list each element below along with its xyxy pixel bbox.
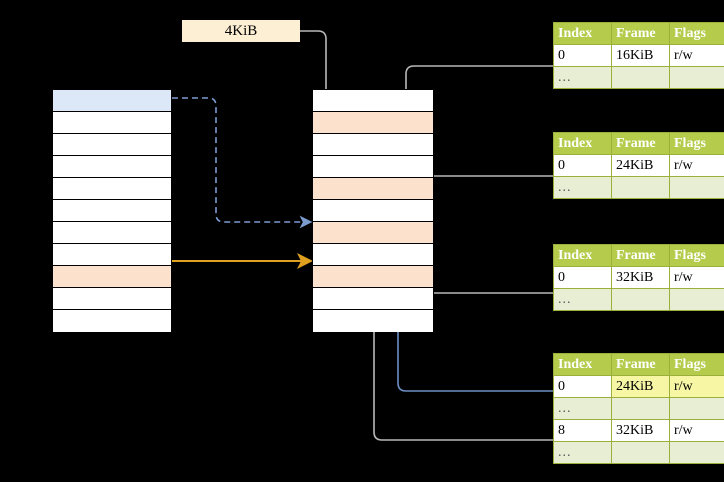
- cell-flags: r/w: [669, 154, 724, 177]
- page-table-4: Index Frame Flags 0 24KiB r/w ... 8 32Ki…: [553, 353, 724, 464]
- column-header-flags: Flags: [669, 244, 724, 267]
- page-table-3: Index Frame Flags 0 32KiB r/w ...: [553, 244, 724, 311]
- table-header-row: Index Frame Flags: [553, 353, 724, 376]
- cell-index: 0: [553, 154, 612, 177]
- cell-index: 0: [553, 266, 612, 289]
- page-table-2: Index Frame Flags 0 24KiB r/w ...: [553, 132, 724, 199]
- wire-virtual-to-physical-dashed: [172, 97, 313, 229]
- cell-flags: r/w: [669, 266, 724, 289]
- cell-index: ...: [553, 441, 612, 464]
- cell-index: ...: [553, 397, 612, 420]
- table-row[interactable]: 0 24KiB r/w: [553, 154, 724, 177]
- cell-frame: [611, 441, 670, 464]
- memory-cell[interactable]: [53, 244, 171, 266]
- wire-table4row8-to-frame: [367, 261, 556, 441]
- cell-frame: 24KiB: [611, 375, 670, 398]
- wire-label-to-frame: [300, 30, 333, 117]
- cell-frame: [611, 288, 670, 311]
- cell-frame: [611, 176, 670, 199]
- table-header-row: Index Frame Flags: [553, 244, 724, 267]
- column-header-flags: Flags: [669, 22, 724, 45]
- cell-frame: 16KiB: [611, 44, 670, 67]
- cell-index: ...: [553, 288, 612, 311]
- frame-cell[interactable]: [313, 244, 433, 266]
- cell-index: 8: [553, 419, 612, 442]
- column-header-frame: Frame: [611, 22, 670, 45]
- table-row[interactable]: 0 32KiB r/w: [553, 266, 724, 289]
- wire-table4row0-to-frame: [391, 215, 556, 392]
- memory-cell[interactable]: [53, 222, 171, 244]
- memory-cell[interactable]: [53, 90, 171, 112]
- cell-frame: 32KiB: [611, 419, 670, 442]
- table-row[interactable]: ...: [553, 66, 724, 89]
- column-header-index: Index: [553, 22, 612, 45]
- column-header-flags: Flags: [669, 353, 724, 376]
- cell-flags: [669, 176, 724, 199]
- table-row[interactable]: ...: [553, 397, 724, 420]
- memory-cell[interactable]: [53, 266, 171, 288]
- cell-flags: [669, 441, 724, 464]
- frame-cell[interactable]: [313, 90, 433, 112]
- memory-cell[interactable]: [53, 310, 171, 332]
- cell-flags: [669, 288, 724, 311]
- frame-cell[interactable]: [313, 310, 433, 332]
- frame-cell[interactable]: [313, 134, 433, 156]
- cell-index: 0: [553, 375, 612, 398]
- memory-cell[interactable]: [53, 200, 171, 222]
- frame-cell[interactable]: [313, 200, 433, 222]
- cell-flags: r/w: [669, 375, 724, 398]
- table-header-row: Index Frame Flags: [553, 22, 724, 45]
- table-row[interactable]: 0 16KiB r/w: [553, 44, 724, 67]
- frame-cell[interactable]: [313, 266, 433, 288]
- column-header-index: Index: [553, 244, 612, 267]
- frame-cell[interactable]: [313, 178, 433, 200]
- cell-frame: [611, 397, 670, 420]
- table-row[interactable]: 0 24KiB r/w: [553, 375, 724, 398]
- column-header-frame: Frame: [611, 244, 670, 267]
- table-row[interactable]: ...: [553, 176, 724, 199]
- cell-frame: 24KiB: [611, 154, 670, 177]
- table-header-row: Index Frame Flags: [553, 132, 724, 155]
- cell-index: 0: [553, 44, 612, 67]
- frame-size-label: 4KiB: [182, 20, 300, 42]
- virtual-address-space-column: [52, 89, 172, 332]
- table-row[interactable]: ...: [553, 288, 724, 311]
- column-header-index: Index: [553, 353, 612, 376]
- page-table-1: Index Frame Flags 0 16KiB r/w ...: [553, 22, 724, 89]
- frame-cell[interactable]: [313, 288, 433, 310]
- column-header-flags: Flags: [669, 132, 724, 155]
- cell-flags: r/w: [669, 44, 724, 67]
- frame-cell[interactable]: [313, 222, 433, 244]
- physical-memory-column: [312, 89, 434, 332]
- memory-cell[interactable]: [53, 288, 171, 310]
- cell-flags: [669, 397, 724, 420]
- cell-frame: [611, 66, 670, 89]
- table-row[interactable]: ...: [553, 441, 724, 464]
- memory-cell[interactable]: [53, 156, 171, 178]
- frame-cell[interactable]: [313, 112, 433, 134]
- table-row[interactable]: 8 32KiB r/w: [553, 419, 724, 442]
- cell-index: ...: [553, 176, 612, 199]
- cell-flags: r/w: [669, 419, 724, 442]
- column-header-frame: Frame: [611, 353, 670, 376]
- cell-flags: [669, 66, 724, 89]
- memory-cell[interactable]: [53, 134, 171, 156]
- frame-cell[interactable]: [313, 156, 433, 178]
- cell-index: ...: [553, 66, 612, 89]
- memory-cell[interactable]: [53, 178, 171, 200]
- memory-cell[interactable]: [53, 112, 171, 134]
- column-header-index: Index: [553, 132, 612, 155]
- wire-table1-to-frame: [399, 65, 556, 187]
- cell-frame: 32KiB: [611, 266, 670, 289]
- column-header-frame: Frame: [611, 132, 670, 155]
